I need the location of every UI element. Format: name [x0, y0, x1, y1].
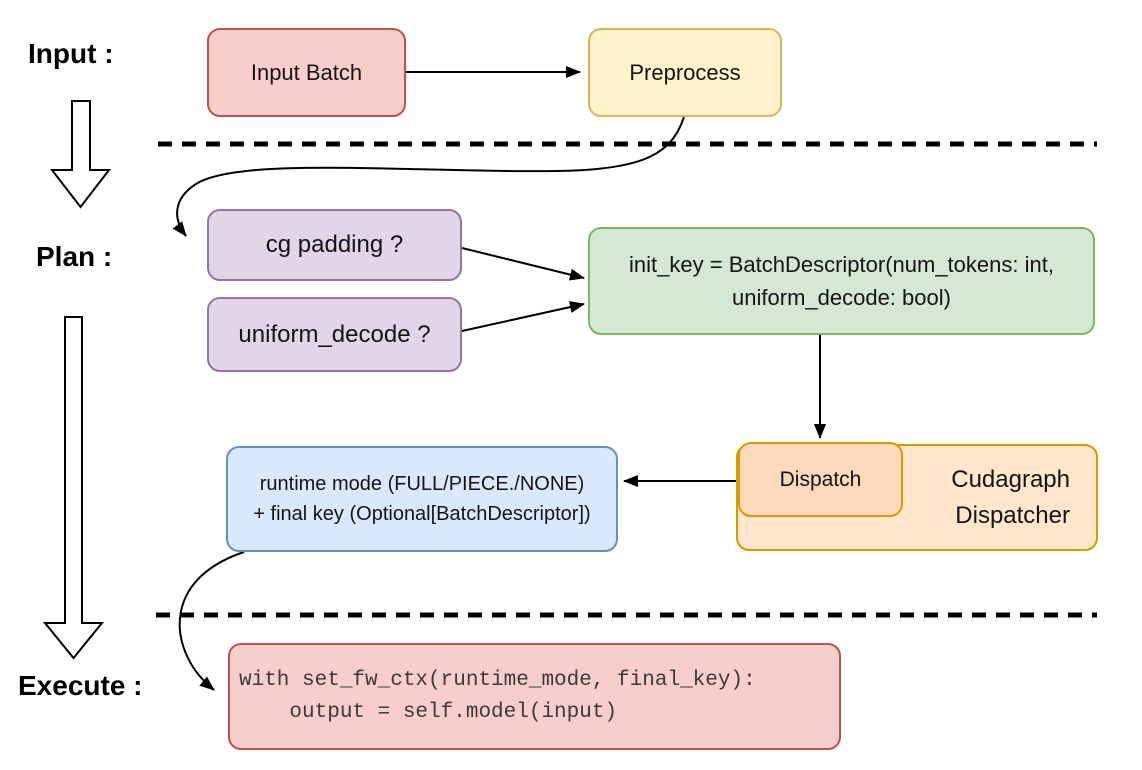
node-init-key-line2: uniform_decode: bool)	[732, 285, 951, 310]
stage-label-execute: Execute :	[18, 670, 143, 701]
node-runtime-mode-line1: runtime mode (FULL/PIECE./NONE)	[259, 473, 585, 495]
node-input-batch-label: Input Batch	[250, 60, 363, 85]
stage-label-plan: Plan :	[36, 241, 113, 272]
node-dispatch: Dispatch	[738, 442, 903, 517]
stage-label-input: Input :	[28, 38, 114, 69]
stage-arrow-input-icon	[49, 100, 112, 209]
arrow-runtime-mode-to-execute-code	[178, 551, 245, 691]
node-uniform-decode-label: uniform_decode ?	[238, 320, 431, 348]
node-init-key-line1: init_key = BatchDescriptor(num_tokens: i…	[629, 252, 1054, 277]
node-cudagraph-dispatcher-line2: Dispatcher	[955, 501, 1070, 529]
node-dispatch-label: Dispatch	[779, 467, 862, 491]
node-init-key: init_key = BatchDescriptor(num_tokens: i…	[588, 227, 1095, 335]
node-execute-code-line2: output = self.model(input)	[239, 700, 618, 724]
node-cg-padding-label: cg padding ?	[265, 231, 404, 258]
node-cudagraph-dispatcher-line1: Cudagraph	[951, 465, 1070, 493]
arrow-cg-padding-to-init-key	[461, 247, 585, 281]
node-preprocess: Preprocess	[588, 28, 782, 117]
arrow-preprocess-to-cg-padding	[172, 116, 685, 237]
node-runtime-mode: runtime mode (FULL/PIECE./NONE) + final …	[226, 446, 618, 552]
node-input-batch: Input Batch	[207, 28, 406, 117]
node-cg-padding: cg padding ?	[207, 209, 462, 281]
node-uniform-decode: uniform_decode ?	[207, 297, 462, 372]
stage-arrow-plan-execute-icon	[42, 316, 105, 660]
node-runtime-mode-line2: + final key (Optional[BatchDescriptor])	[253, 503, 591, 525]
node-preprocess-label: Preprocess	[629, 60, 741, 85]
arrow-uniform-decode-to-init-key	[461, 301, 585, 332]
node-execute-code: with set_fw_ctx(runtime_mode, final_key)…	[228, 643, 841, 750]
node-execute-code-line1: with set_fw_ctx(runtime_mode, final_key)…	[239, 668, 756, 692]
